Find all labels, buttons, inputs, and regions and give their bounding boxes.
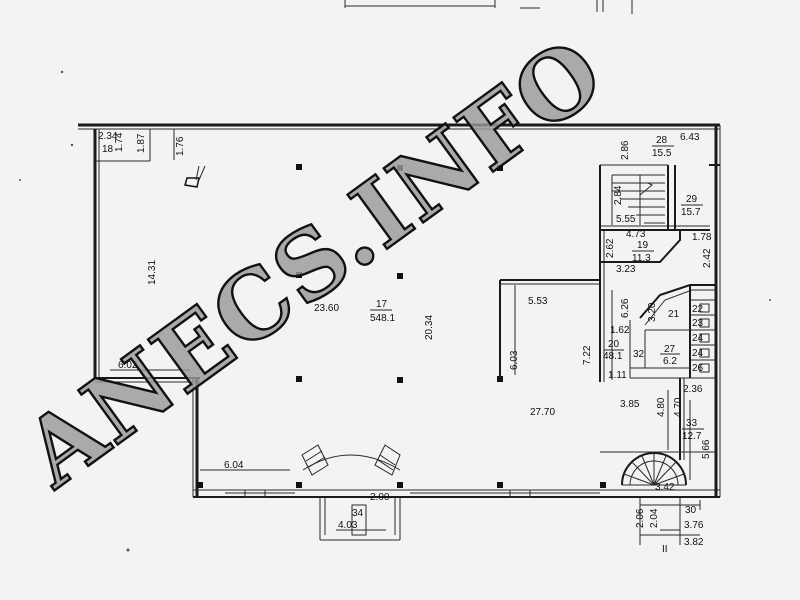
room-34-number: 34 <box>352 508 364 519</box>
room-30-number: 30 <box>685 505 697 516</box>
room-17-number: 17 <box>376 299 388 310</box>
room-29-area: 15.7 <box>681 207 701 218</box>
dim-6-43: 6.43 <box>680 132 700 143</box>
watermark: ANECS.INFO <box>4 17 624 509</box>
room-27-area: 6.2 <box>663 356 677 367</box>
dim-3-20: 3.20 <box>647 302 658 322</box>
dim-3-76: 3.76 <box>684 520 704 531</box>
dim-5-53: 5.53 <box>528 296 548 307</box>
dim-2-00: 2.00 <box>370 492 390 503</box>
room-23-number: 23 <box>692 318 704 329</box>
room-17-area: 548.1 <box>370 313 395 324</box>
room-labels: 17 548.1 18 19 11.3 20 48.1 21 22 23 24 … <box>102 135 704 555</box>
dim-5-55: 5.55 <box>616 214 636 225</box>
dim-2-04: 2.04 <box>649 508 660 528</box>
dim-4-73: 4.73 <box>626 229 646 240</box>
scan-specks <box>19 70 771 552</box>
dim-2-34: 2.34 <box>98 131 118 142</box>
dim-6-02: 6.02 <box>118 360 138 371</box>
dim-4-80: 4.80 <box>656 397 667 417</box>
dim-6-04: 6.04 <box>224 460 244 471</box>
room-18-outline <box>95 129 151 162</box>
dim-23-60: 23.60 <box>314 303 339 314</box>
dim-1-62: 1.62 <box>610 325 630 336</box>
dim-3-85: 3.85 <box>620 399 640 410</box>
dim-27-70: 27.70 <box>530 407 555 418</box>
dim-2-42: 2.42 <box>702 248 713 268</box>
equipment-icon <box>184 165 206 188</box>
dim-3-42: 3.42 <box>655 482 675 493</box>
room-24a-number: 24 <box>692 333 704 344</box>
stair-33 <box>600 378 716 486</box>
room-30-outline <box>639 497 701 545</box>
room-22-number: 22 <box>692 304 704 315</box>
dim-6-03: 6.03 <box>509 350 520 370</box>
room-21-number: 21 <box>668 309 680 320</box>
room-28-number: 28 <box>656 135 668 146</box>
stair-left <box>301 444 329 476</box>
room-28-area: 15.5 <box>652 148 672 159</box>
room-24b-number: 24 <box>692 348 704 359</box>
dim-1-11: 1.11 <box>608 370 627 381</box>
dim-2-84: 2.84 <box>613 185 624 205</box>
dim-4-70: 4.70 <box>673 397 684 417</box>
south-windows <box>225 489 600 498</box>
dim-1-74: 1.74 <box>114 132 125 152</box>
entrance-34 <box>301 444 401 541</box>
toilet-block <box>629 284 716 379</box>
room-19-number: 19 <box>637 240 649 251</box>
room-20-area: 48.1 <box>603 351 623 362</box>
dim-3-23: 3.23 <box>616 264 636 275</box>
room-26-number: 26 <box>692 363 704 374</box>
dim-7-22: 7.22 <box>582 345 593 365</box>
dim-14-31: 14.31 <box>147 260 158 285</box>
dim-2-36: 2.36 <box>683 384 703 395</box>
room-29-number: 29 <box>686 194 698 205</box>
room-32-number: 32 <box>633 349 645 360</box>
dim-6-26: 6.26 <box>620 298 631 318</box>
dim-3-82: 3.82 <box>684 537 704 548</box>
room-20-number: 20 <box>608 339 620 350</box>
dim-2-86: 2.86 <box>620 140 631 160</box>
axis-mark: II <box>662 544 668 555</box>
room-33-number: 33 <box>686 418 698 429</box>
stair-right <box>374 444 401 476</box>
dim-1-78: 1.78 <box>692 232 712 243</box>
dimension-labels: 2.34 1.74 1.87 1.76 14.31 23.60 20.34 6.… <box>98 131 713 548</box>
internal-partitions <box>499 164 710 382</box>
dim-20-34: 20.34 <box>424 315 435 340</box>
room-27-number: 27 <box>664 344 676 355</box>
outer-walls <box>78 123 721 498</box>
room-18-number: 18 <box>102 144 114 155</box>
dim-1-87: 1.87 <box>136 133 147 153</box>
dim-2-06: 2.06 <box>635 508 646 528</box>
top-scan-marks <box>344 0 633 14</box>
columns <box>197 164 606 488</box>
dimension-lines <box>110 129 700 536</box>
dim-5-66: 5.66 <box>701 439 712 459</box>
dim-1-76: 1.76 <box>175 136 186 156</box>
dim-2-62: 2.62 <box>605 238 616 258</box>
stair-29 <box>611 174 665 225</box>
room-33-area: 12.7 <box>682 431 702 442</box>
dim-4-03: 4.03 <box>338 520 358 531</box>
room-19-area: 11.3 <box>632 253 651 264</box>
